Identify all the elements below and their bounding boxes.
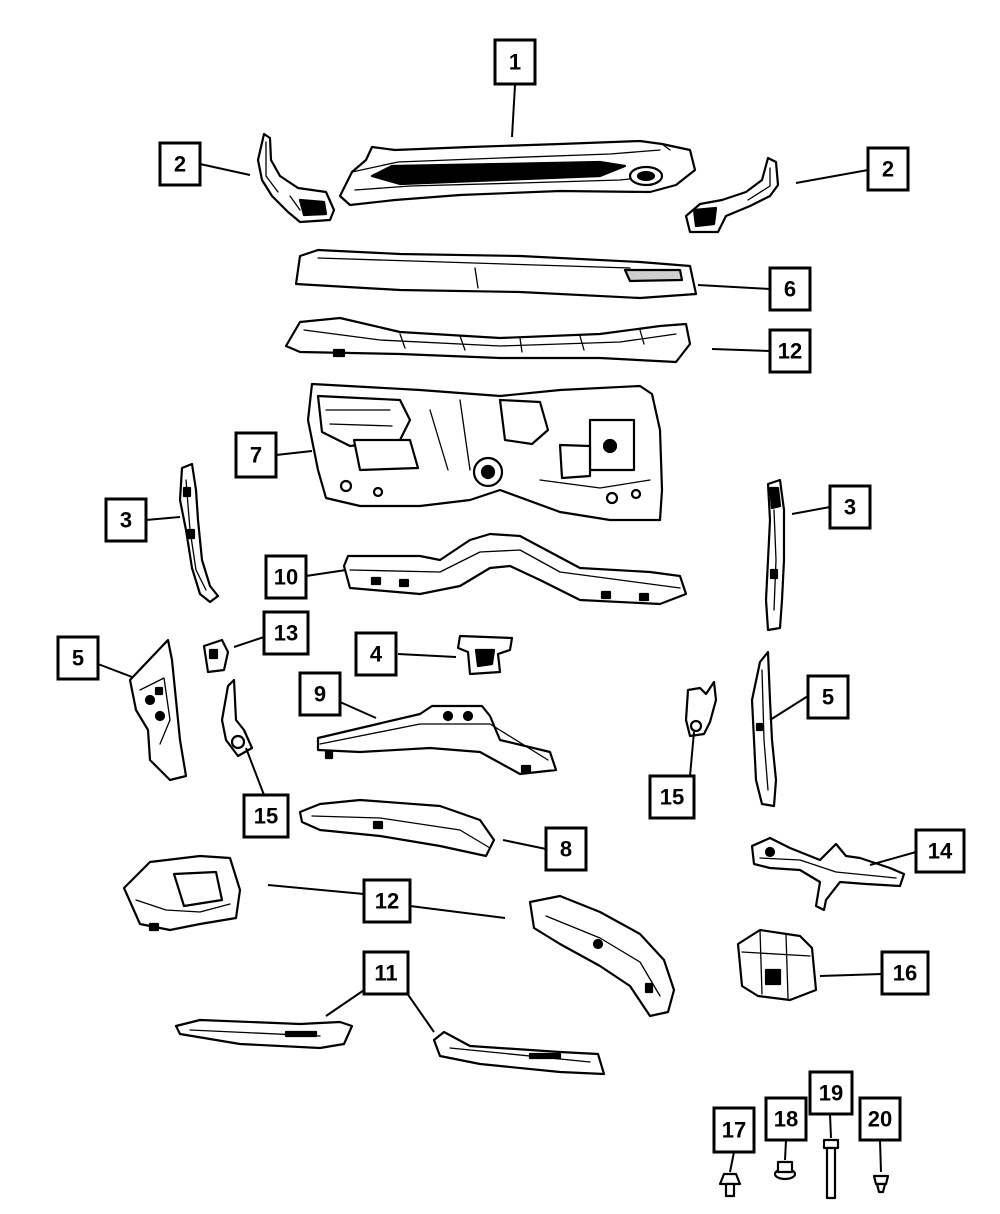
- part-3-left-pillar: [178, 462, 220, 604]
- callout-18: 18: [764, 1096, 808, 1142]
- svg-text:3: 3: [844, 495, 856, 520]
- svg-text:19: 19: [819, 1081, 843, 1106]
- part-10-crossmember: [342, 532, 688, 606]
- callout-3-right: 3: [828, 484, 872, 530]
- part-12-right-rail: [528, 894, 676, 1018]
- callout-6: 6: [768, 266, 812, 312]
- callout-5-left: 5: [56, 635, 100, 681]
- svg-text:1: 1: [509, 50, 521, 75]
- svg-text:15: 15: [254, 804, 278, 829]
- callout-12-top: 12: [768, 328, 812, 374]
- part-15-left-bracket: [220, 678, 254, 758]
- part-19-long-bolt: [822, 1138, 840, 1200]
- part-5-left-hinge-pillar: [128, 638, 188, 782]
- callout-20: 20: [858, 1096, 902, 1142]
- svg-text:14: 14: [928, 839, 953, 864]
- svg-text:12: 12: [778, 339, 802, 364]
- callout-9: 9: [298, 671, 342, 717]
- svg-text:15: 15: [660, 785, 684, 810]
- callout-12-bottom: 12: [362, 878, 412, 924]
- svg-text:11: 11: [374, 961, 397, 986]
- svg-text:18: 18: [774, 1107, 798, 1132]
- part-3-right-pillar: [764, 478, 786, 632]
- callout-16: 16: [880, 950, 930, 996]
- svg-text:9: 9: [314, 682, 326, 707]
- callout-17: 17: [712, 1106, 756, 1154]
- svg-text:20: 20: [868, 1107, 892, 1132]
- part-2-right-bracket: [684, 156, 780, 234]
- svg-text:12: 12: [375, 889, 399, 914]
- callout-2-left: 2: [158, 141, 202, 187]
- svg-text:2: 2: [882, 157, 894, 182]
- part-8-floor-reinforcement: [298, 798, 496, 858]
- part-17-bolt: [718, 1172, 742, 1198]
- svg-text:5: 5: [72, 646, 84, 671]
- part-13-bracket: [202, 638, 230, 674]
- svg-text:8: 8: [560, 837, 572, 862]
- callout-4: 4: [354, 631, 398, 677]
- svg-text:3: 3: [120, 508, 132, 533]
- svg-text:4: 4: [370, 642, 383, 667]
- callout-8: 8: [544, 826, 588, 872]
- svg-text:13: 13: [274, 621, 298, 646]
- callout-13: 13: [262, 610, 310, 656]
- callout-3-left: 3: [104, 497, 148, 543]
- part-15-right-bracket: [684, 680, 718, 738]
- part-7-dash-panel: [306, 382, 664, 522]
- svg-text:17: 17: [722, 1118, 746, 1143]
- svg-text:6: 6: [784, 277, 796, 302]
- part-5-right-hinge-pillar: [750, 650, 778, 808]
- part-6-cowl-seal: [294, 248, 698, 300]
- callout-7: 7: [234, 431, 278, 479]
- part-2-left-bracket: [256, 132, 336, 224]
- svg-text:16: 16: [893, 961, 917, 986]
- svg-text:2: 2: [174, 152, 186, 177]
- part-20-clip: [872, 1174, 890, 1194]
- part-4-bracket: [456, 634, 514, 676]
- callout-2-right: 2: [866, 146, 910, 192]
- callout-5-right: 5: [806, 674, 850, 720]
- part-9-crossmember: [316, 704, 558, 776]
- part-12-left-wheelhouse: [122, 854, 242, 932]
- callout-19: 19: [808, 1070, 854, 1116]
- part-12-plenum-reinforcement: [284, 316, 692, 364]
- part-11-left-sill: [174, 1018, 354, 1050]
- part-18-nut: [773, 1160, 797, 1181]
- callout-10: 10: [264, 554, 308, 600]
- callout-15-right: 15: [648, 774, 696, 820]
- callout-1: 1: [493, 38, 537, 86]
- part-1-cowl-panel: [338, 139, 697, 207]
- part-14-tray-bracket: [750, 836, 906, 912]
- svg-text:7: 7: [250, 443, 262, 468]
- part-11-right-sill: [432, 1030, 606, 1076]
- callout-11: 11: [362, 950, 410, 996]
- svg-text:5: 5: [822, 685, 834, 710]
- svg-text:10: 10: [274, 565, 298, 590]
- leader-lines: [97, 84, 917, 1173]
- part-16-battery-tray: [736, 928, 818, 1002]
- callout-15-left: 15: [242, 793, 290, 839]
- callout-14: 14: [914, 828, 966, 874]
